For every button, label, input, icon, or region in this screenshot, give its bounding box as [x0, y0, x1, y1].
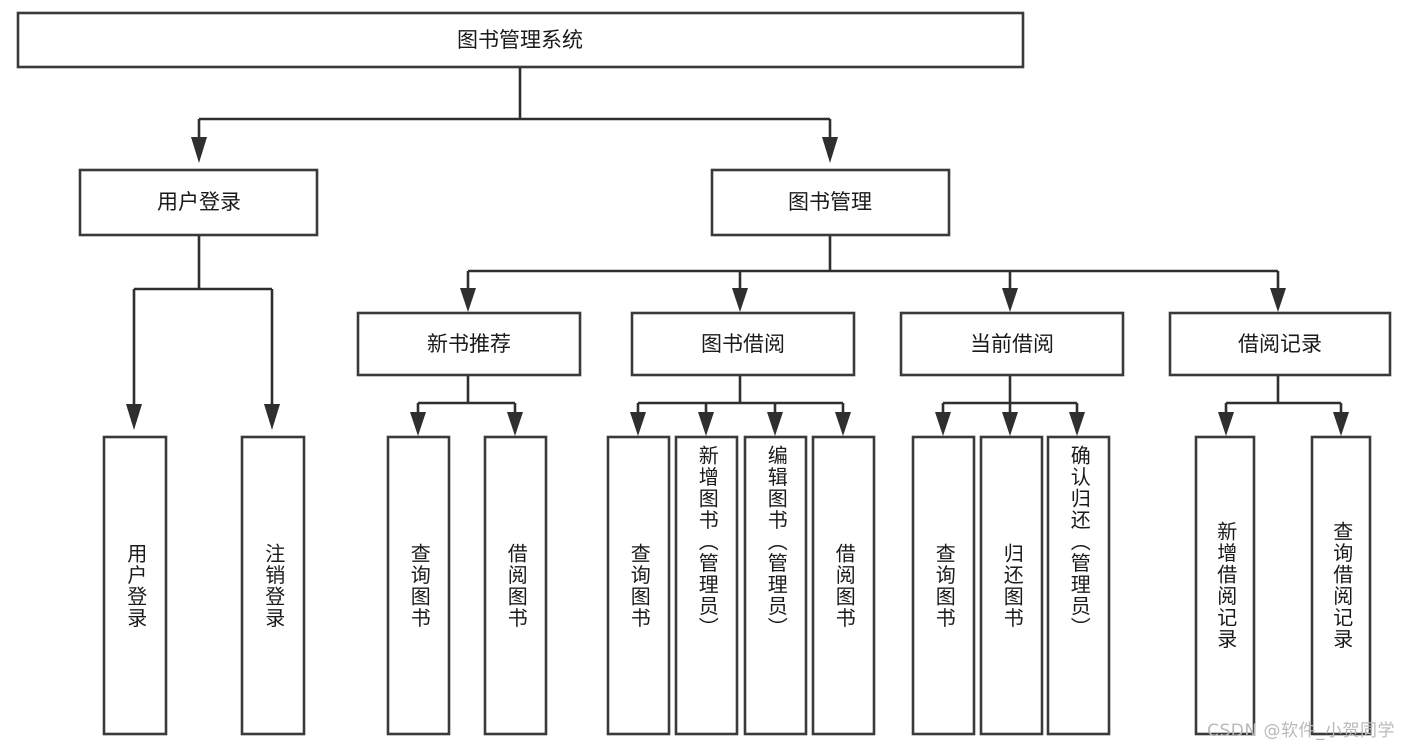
node-new-book-recommend-box[interactable]	[356, 311, 582, 377]
node-leaf-query-book-3-box[interactable]	[911, 435, 976, 736]
node-leaf-query-book-2-box[interactable]	[606, 435, 671, 736]
arrow-head-leaf-user-logout	[264, 404, 280, 430]
node-leaf-query-record-box[interactable]	[1310, 435, 1372, 736]
node-root-label: 图书管理系统	[457, 28, 583, 52]
node-book-borrow-box[interactable]	[630, 311, 856, 377]
node-new-book-recommend-label: 新书推荐	[427, 332, 511, 356]
node-current-borrow-label: 当前借阅	[970, 332, 1054, 356]
node-current-borrow[interactable]: 当前借阅	[899, 311, 1125, 377]
node-root-box[interactable]	[16, 11, 1025, 69]
arrow-head-leaf-borrow-book-2	[835, 412, 851, 436]
node-borrow-record-box[interactable]	[1168, 311, 1392, 377]
node-leaf-add-book-box[interactable]	[674, 435, 739, 736]
connector-group-book-manage	[460, 235, 1286, 312]
watermark-text: CSDN @软件_小贺同学	[1207, 721, 1395, 741]
arrow-head-new-book-recommend	[460, 288, 476, 312]
node-leaf-borrow-book-2-box[interactable]	[811, 435, 876, 736]
connector-group-current-borrow	[935, 375, 1085, 436]
arrow-head-leaf-confirm-return	[1069, 412, 1085, 436]
arrow-head-leaf-return-book	[1002, 412, 1018, 436]
node-book-manage[interactable]: 图书管理	[710, 168, 951, 237]
node-leaf-return-book-box[interactable]	[979, 435, 1044, 736]
node-root[interactable]: 图书管理系统	[16, 11, 1025, 69]
node-leaf-borrow-book-1-box[interactable]	[483, 435, 548, 736]
arrow-head-current-borrow	[1002, 288, 1018, 312]
arrow-head-book-borrow	[732, 288, 748, 312]
node-borrow-record[interactable]: 借阅记录	[1168, 311, 1392, 377]
node-new-book-recommend[interactable]: 新书推荐	[356, 311, 582, 377]
connector-group-new-book-recommend	[410, 375, 523, 436]
arrow-head-leaf-user-login	[126, 404, 142, 430]
arrow-head-book-manage	[822, 137, 838, 163]
connector-group-root	[191, 67, 838, 163]
node-user-login-box[interactable]	[78, 168, 319, 237]
connector-group-user-login	[126, 235, 280, 430]
node-user-login-label: 用户登录	[157, 190, 241, 214]
node-leaf-query-book-1-box[interactable]	[386, 435, 451, 736]
arrow-head-leaf-add-book	[698, 412, 714, 436]
arrow-head-leaf-add-record	[1218, 412, 1234, 436]
arrow-head-leaf-borrow-book-1	[507, 412, 523, 436]
node-leaf-user-login-box[interactable]	[102, 435, 168, 736]
arrow-head-leaf-query-book-3	[935, 412, 951, 436]
node-user-login[interactable]: 用户登录	[78, 168, 319, 237]
node-leaf-user-logout-box[interactable]	[240, 435, 306, 736]
node-current-borrow-box[interactable]	[899, 311, 1125, 377]
arrow-head-user-login	[191, 137, 207, 163]
arrow-head-leaf-query-book-2	[630, 412, 646, 436]
connector-group-borrow-record	[1218, 375, 1349, 436]
connector-group-book-borrow	[630, 375, 851, 436]
arrow-head-leaf-query-record	[1333, 412, 1349, 436]
arrow-head-leaf-edit-book	[767, 412, 783, 436]
arrow-head-leaf-query-book-1	[410, 412, 426, 436]
node-borrow-record-label: 借阅记录	[1238, 332, 1322, 356]
node-leaf-confirm-return-box[interactable]	[1046, 435, 1111, 736]
node-book-manage-label: 图书管理	[788, 190, 872, 214]
node-leaf-add-record-box[interactable]	[1194, 435, 1256, 736]
node-book-borrow[interactable]: 图书借阅	[630, 311, 856, 377]
arrow-head-borrow-record	[1270, 288, 1286, 312]
node-leaf-edit-book-box[interactable]	[743, 435, 808, 736]
node-book-borrow-label: 图书借阅	[701, 332, 785, 356]
node-book-manage-box[interactable]	[710, 168, 951, 237]
